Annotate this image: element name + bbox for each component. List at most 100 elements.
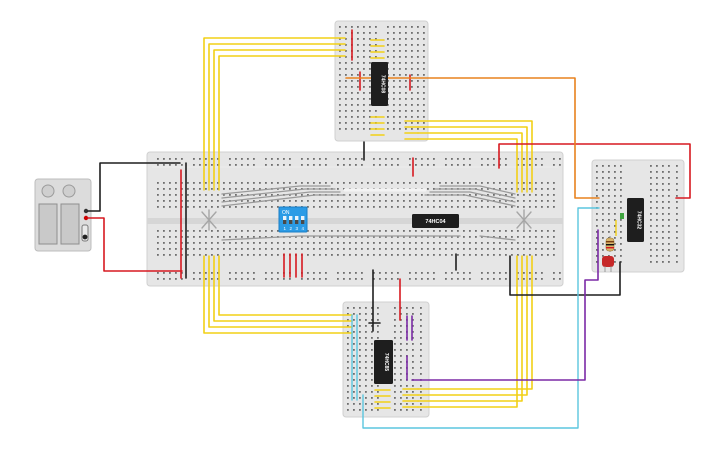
- breadboard-hole[interactable]: [319, 164, 321, 166]
- breadboard-hole[interactable]: [620, 243, 622, 245]
- breadboard-hole[interactable]: [377, 409, 379, 411]
- breadboard-hole[interactable]: [319, 158, 321, 160]
- breadboard-hole[interactable]: [614, 195, 616, 197]
- breadboard-hole[interactable]: [391, 278, 393, 280]
- breadboard-hole[interactable]: [417, 104, 419, 106]
- breadboard-hole[interactable]: [421, 206, 423, 208]
- breadboard-hole[interactable]: [394, 331, 396, 333]
- breadboard-hole[interactable]: [475, 236, 477, 238]
- breadboard-hole[interactable]: [493, 236, 495, 238]
- breadboard-hole[interactable]: [223, 200, 225, 202]
- breadboard-hole[interactable]: [229, 254, 231, 256]
- breadboard-hole[interactable]: [400, 373, 402, 375]
- breadboard-hole[interactable]: [277, 248, 279, 250]
- breadboard-hole[interactable]: [265, 236, 267, 238]
- breadboard-hole[interactable]: [420, 349, 422, 351]
- breadboard-hole[interactable]: [361, 254, 363, 256]
- breadboard-hole[interactable]: [205, 200, 207, 202]
- breadboard-hole[interactable]: [229, 248, 231, 250]
- breadboard-hole[interactable]: [199, 248, 201, 250]
- breadboard-hole[interactable]: [650, 207, 652, 209]
- breadboard-hole[interactable]: [357, 86, 359, 88]
- breadboard-hole[interactable]: [229, 230, 231, 232]
- breadboard-hole[interactable]: [499, 206, 501, 208]
- breadboard-hole[interactable]: [247, 230, 249, 232]
- breadboard-hole[interactable]: [259, 236, 261, 238]
- breadboard-hole[interactable]: [301, 194, 303, 196]
- breadboard-hole[interactable]: [351, 80, 353, 82]
- breadboard-hole[interactable]: [487, 182, 489, 184]
- breadboard-hole[interactable]: [511, 248, 513, 250]
- breadboard-hole[interactable]: [319, 182, 321, 184]
- breadboard-hole[interactable]: [409, 158, 411, 160]
- breadboard-hole[interactable]: [367, 206, 369, 208]
- breadboard-hole[interactable]: [412, 385, 414, 387]
- breadboard-hole[interactable]: [199, 206, 201, 208]
- breadboard-hole[interactable]: [662, 255, 664, 257]
- breadboard-hole[interactable]: [181, 188, 183, 190]
- breadboard-hole[interactable]: [193, 242, 195, 244]
- breadboard-hole[interactable]: [417, 62, 419, 64]
- breadboard-hole[interactable]: [457, 206, 459, 208]
- breadboard-hole[interactable]: [517, 158, 519, 160]
- breadboard-hole[interactable]: [359, 385, 361, 387]
- breadboard-hole[interactable]: [369, 98, 371, 100]
- breadboard-hole[interactable]: [319, 206, 321, 208]
- breadboard-hole[interactable]: [427, 236, 429, 238]
- breadboard-hole[interactable]: [339, 50, 341, 52]
- breadboard-hole[interactable]: [367, 194, 369, 196]
- breadboard-hole[interactable]: [399, 104, 401, 106]
- breadboard-hole[interactable]: [385, 182, 387, 184]
- breadboard-hole[interactable]: [420, 361, 422, 363]
- breadboard-hole[interactable]: [377, 307, 379, 309]
- breadboard-hole[interactable]: [517, 248, 519, 250]
- breadboard-hole[interactable]: [399, 86, 401, 88]
- breadboard-hole[interactable]: [359, 343, 361, 345]
- breadboard-hole[interactable]: [676, 201, 678, 203]
- breadboard-hole[interactable]: [409, 206, 411, 208]
- breadboard-hole[interactable]: [365, 403, 367, 405]
- breadboard-hole[interactable]: [403, 236, 405, 238]
- breadboard-hole[interactable]: [662, 213, 664, 215]
- breadboard-hole[interactable]: [373, 272, 375, 274]
- breadboard-hole[interactable]: [656, 249, 658, 251]
- breadboard-hole[interactable]: [331, 236, 333, 238]
- breadboard-hole[interactable]: [169, 272, 171, 274]
- breadboard-hole[interactable]: [355, 200, 357, 202]
- breadboard-hole[interactable]: [405, 74, 407, 76]
- breadboard-hole[interactable]: [283, 200, 285, 202]
- breadboard-hole[interactable]: [357, 116, 359, 118]
- breadboard-hole[interactable]: [363, 68, 365, 70]
- breadboard-hole[interactable]: [481, 200, 483, 202]
- breadboard-hole[interactable]: [427, 158, 429, 160]
- breadboard-hole[interactable]: [662, 201, 664, 203]
- breadboard-hole[interactable]: [445, 164, 447, 166]
- breadboard-hole[interactable]: [163, 194, 165, 196]
- breadboard-hole[interactable]: [199, 200, 201, 202]
- breadboard-hole[interactable]: [353, 355, 355, 357]
- breadboard-hole[interactable]: [405, 110, 407, 112]
- breadboard-hole[interactable]: [433, 236, 435, 238]
- breadboard-hole[interactable]: [223, 248, 225, 250]
- breadboard-hole[interactable]: [377, 325, 379, 327]
- breadboard-hole[interactable]: [505, 200, 507, 202]
- breadboard-hole[interactable]: [373, 230, 375, 232]
- breadboard-hole[interactable]: [417, 92, 419, 94]
- breadboard-hole[interactable]: [325, 272, 327, 274]
- breadboard-hole[interactable]: [433, 248, 435, 250]
- breadboard-hole[interactable]: [325, 278, 327, 280]
- breadboard-hole[interactable]: [387, 56, 389, 58]
- breadboard-hole[interactable]: [423, 56, 425, 58]
- breadboard-hole[interactable]: [371, 385, 373, 387]
- breadboard-hole[interactable]: [517, 188, 519, 190]
- breadboard-hole[interactable]: [373, 158, 375, 160]
- breadboard-hole[interactable]: [339, 68, 341, 70]
- breadboard-hole[interactable]: [385, 254, 387, 256]
- breadboard-hole[interactable]: [259, 188, 261, 190]
- breadboard-hole[interactable]: [175, 236, 177, 238]
- breadboard-hole[interactable]: [405, 44, 407, 46]
- breadboard-hole[interactable]: [265, 248, 267, 250]
- breadboard-hole[interactable]: [481, 188, 483, 190]
- breadboard-hole[interactable]: [403, 194, 405, 196]
- breadboard-hole[interactable]: [614, 219, 616, 221]
